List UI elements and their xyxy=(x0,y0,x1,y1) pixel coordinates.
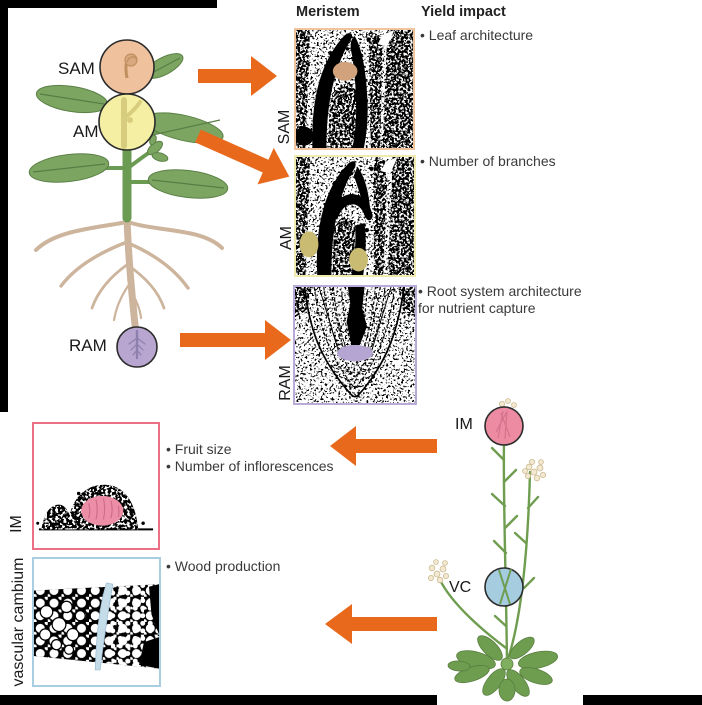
am-plant-label: AM xyxy=(73,122,99,141)
ram-yield-impact: • Root system architecture for nutrient … xyxy=(418,283,582,316)
rosette-leaves xyxy=(447,635,559,702)
am-yield-impact: • Number of branches xyxy=(420,153,556,169)
im-circle-marker xyxy=(484,406,524,446)
im-yield-impact: • Fruit size • Number of inflorescences xyxy=(166,441,334,474)
im-highlight-oval xyxy=(81,495,124,526)
im-highlight-texture xyxy=(87,498,120,520)
vc-panel-side-label: vascular cambium xyxy=(10,557,27,687)
yield-impact-column-header: Yield impact xyxy=(421,4,506,20)
vascular-cambium-micrograph-panel xyxy=(32,557,161,687)
am-micrograph xyxy=(296,157,414,275)
cambium-highlight-band xyxy=(94,582,114,671)
ram-panel-side-label: RAM xyxy=(277,365,294,401)
am-micrograph-panel xyxy=(294,155,416,277)
vc-circle-stems xyxy=(498,568,512,605)
arrow-diagonal-am-icon xyxy=(195,129,290,185)
sam-micrograph-panel xyxy=(294,28,415,150)
arrow-right-ram-icon xyxy=(180,320,291,360)
top-crop-bar xyxy=(0,0,217,8)
ram-micrograph-panel xyxy=(293,285,417,405)
sam-yield-impact: • Leaf architecture xyxy=(420,27,534,43)
sam-plant-label: SAM xyxy=(58,59,95,78)
bottom-left-crop-bar xyxy=(0,695,437,705)
left-crop-bar xyxy=(0,0,8,412)
arabidopsis-plant-illustration xyxy=(427,398,583,705)
arrow-left-vc-icon xyxy=(325,604,437,644)
vc-yield-impact: • Wood production xyxy=(166,558,281,574)
arrow-left-im-icon xyxy=(330,426,437,466)
ram-highlight-oval xyxy=(337,345,373,362)
am-panel-side-label: AM xyxy=(278,226,295,250)
im-circle-sketch xyxy=(495,410,511,440)
leaf-veins xyxy=(32,57,225,189)
flower-cluster-lower xyxy=(427,559,450,584)
ram-micrograph xyxy=(295,287,415,403)
flower-cluster-upper xyxy=(522,459,546,482)
ram-plant-label: RAM xyxy=(69,336,107,355)
vc-plant-label: VC xyxy=(449,579,472,596)
vascular-cambium-micrograph xyxy=(34,559,159,685)
am-axil-sketch xyxy=(121,97,142,149)
sam-panel-side-label: SAM xyxy=(276,109,293,145)
im-micrograph xyxy=(34,424,158,548)
sam-micrograph xyxy=(296,30,413,148)
ram-roottip-sketch xyxy=(128,329,146,360)
im-micrograph-panel xyxy=(32,422,160,550)
am-highlight-oval-right xyxy=(349,247,368,272)
arrow-right-sam-icon xyxy=(198,56,277,96)
annual-plant-illustration xyxy=(28,39,229,368)
root-system xyxy=(34,212,224,338)
meristem-column-header: Meristem xyxy=(296,4,360,20)
am-highlight-oval-left xyxy=(299,231,319,258)
bottom-right-crop-bar xyxy=(583,695,702,705)
arabidopsis-stems xyxy=(438,405,540,664)
sam-highlight-oval xyxy=(332,61,358,81)
im-plant-label: IM xyxy=(455,416,473,433)
sam-bud-sketch xyxy=(124,53,138,79)
